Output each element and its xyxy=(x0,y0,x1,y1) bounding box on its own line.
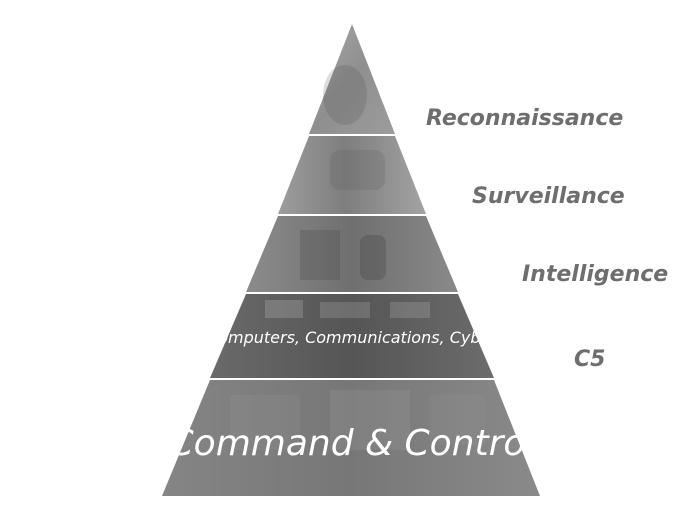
tier-label-reconnaissance: Reconnaissance xyxy=(426,106,623,131)
tier-label-c5: C5 xyxy=(574,347,605,372)
tier-intelligence-band xyxy=(246,216,458,292)
photo-texture xyxy=(230,65,485,450)
tier-command-control-band xyxy=(162,380,540,496)
tier-label-surveillance: Surveillance xyxy=(472,184,625,209)
tier-surveillance-band xyxy=(278,136,426,214)
tier-reconnaissance-band xyxy=(309,24,395,134)
tier-c5-band xyxy=(210,294,494,378)
tier-label-intelligence: Intelligence xyxy=(522,262,668,287)
tier-inner-label-c5: Computers, Communications, Cyber xyxy=(207,328,498,347)
tier-inner-label-command-control: Command & Control xyxy=(169,423,536,464)
